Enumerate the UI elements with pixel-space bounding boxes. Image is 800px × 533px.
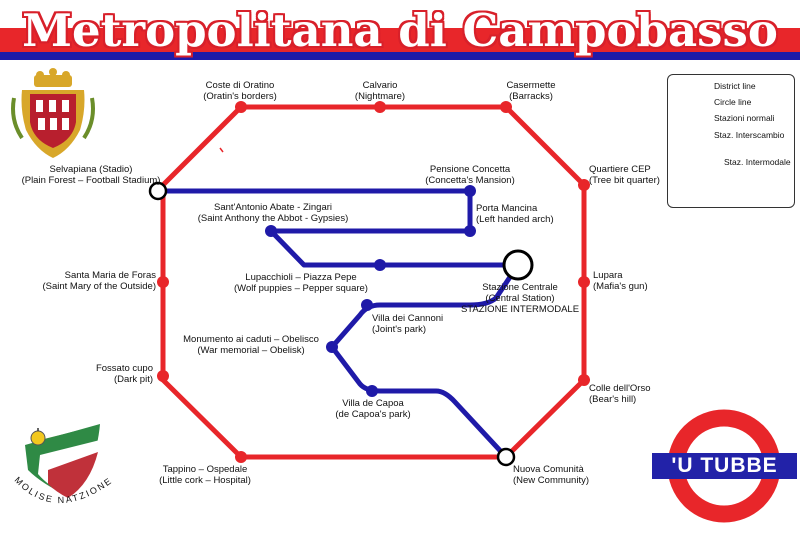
label-calvario[interactable]: Calvario (Nightmare) (354, 80, 406, 102)
legend: District line Circle line Stazioni norma… (667, 74, 795, 208)
station-fossato-dot[interactable] (157, 370, 169, 382)
label-casermette[interactable]: Casermette (Barracks) (506, 80, 556, 102)
label-coste[interactable]: Coste di Oratino (Oratin's borders) (203, 80, 277, 102)
label-selvapiana[interactable]: Selvapiana (Stadio) (Plain Forest – Foot… (21, 164, 161, 186)
station-lupara-dot[interactable] (578, 276, 590, 288)
label-porta[interactable]: Porta Mancina (Left handed arch) (476, 203, 554, 225)
title-red-stripe (0, 28, 800, 52)
label-tappino[interactable]: Tappino – Ospedale (Little cork – Hospit… (159, 464, 251, 486)
title-blue-stripe (0, 52, 800, 60)
label-santa-maria[interactable]: Santa Maria de Foras (Saint Mary of the … (42, 270, 156, 292)
station-coste-dot[interactable] (235, 101, 247, 113)
station-selvapiana-interchange[interactable] (148, 181, 168, 201)
station-capoa-dot[interactable] (366, 385, 378, 397)
label-fossato[interactable]: Fossato cupo (Dark pit) (95, 363, 153, 385)
label-centrale[interactable]: Stazione Centrale (Central Station) STAZ… (460, 282, 580, 315)
campobasso-coat-of-arms-icon (11, 68, 95, 158)
molise-natzione-logo-icon (25, 424, 100, 498)
map-title: Metropolitana di Campobasso (22, 4, 778, 57)
label-pensione[interactable]: Pensione Concetta (Concetta's Mansion) (425, 164, 515, 186)
station-monumento-dot[interactable] (326, 341, 338, 353)
label-quartiere[interactable]: Quartiere CEP (Tree bit quarter) (589, 164, 660, 186)
station-casermette-dot[interactable] (500, 101, 512, 113)
station-tappino-dot[interactable] (235, 451, 247, 463)
label-colle[interactable]: Colle dell'Orso (Bear's hill) (589, 383, 651, 405)
station-colle-dot[interactable] (578, 374, 590, 386)
label-cannoni[interactable]: Villa dei Cannoni (Joint's park) (372, 313, 444, 335)
label-sant-antonio[interactable]: Sant'Antonio Abate - Zingari (Saint Anth… (197, 202, 349, 224)
station-lupacchioli-dot[interactable] (374, 259, 386, 271)
stray-mark (219, 147, 224, 153)
u-tubbe-bar: 'U TUBBE (652, 453, 797, 479)
station-nuova-interchange[interactable] (496, 447, 516, 467)
station-santa-maria-dot[interactable] (157, 276, 169, 288)
station-centrale-intermodal[interactable] (502, 249, 534, 281)
station-porta-dot[interactable] (464, 225, 476, 237)
label-nuova[interactable]: Nuova Comunità (New Community) (513, 464, 590, 486)
station-sant-antonio-dot[interactable] (265, 225, 277, 237)
label-capoa[interactable]: Villa de Capoa (de Capoa's park) (335, 398, 411, 420)
station-cannoni-dot[interactable] (361, 299, 373, 311)
molise-natzione-text: MOLISE NATZIONE (13, 475, 115, 505)
station-calvario-dot[interactable] (374, 101, 386, 113)
station-pensione-dot[interactable] (464, 185, 476, 197)
station-quartiere-dot[interactable] (578, 179, 590, 191)
label-lupacchioli[interactable]: Lupacchioli – Piazza Pepe (Wolf puppies … (234, 272, 368, 294)
title-bar: Metropolitana di Campobasso (0, 0, 800, 62)
label-monumento[interactable]: Monumento ai caduti – Obelisco (War memo… (183, 334, 319, 356)
label-lupara[interactable]: Lupara (Mafia's gun) (593, 270, 648, 292)
